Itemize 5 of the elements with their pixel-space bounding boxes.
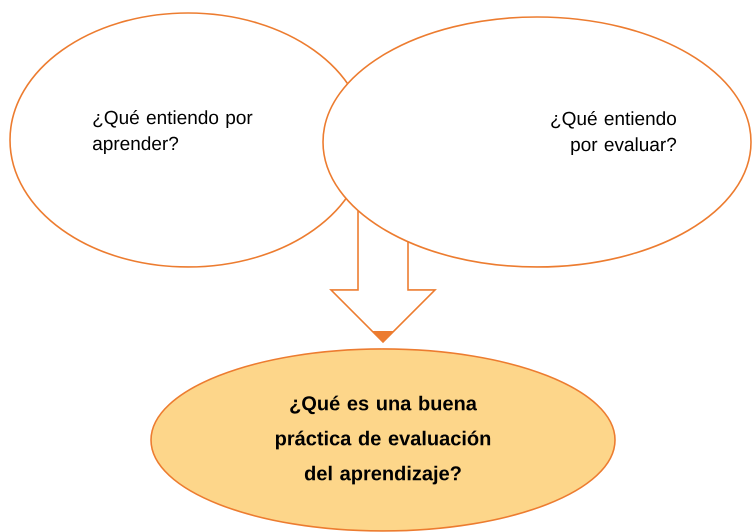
ellipse-node: ¿Qué es una buena práctica de evaluación del aprendizaje? bbox=[150, 348, 616, 532]
node-label: ¿Qué entiendo por evaluar? bbox=[551, 111, 676, 155]
ellipse-node: ¿Qué entiendo por evaluar? bbox=[322, 16, 752, 268]
ellipse-node: ¿Qué entiendo por aprender? bbox=[9, 12, 367, 268]
block-arrow bbox=[329, 211, 437, 344]
